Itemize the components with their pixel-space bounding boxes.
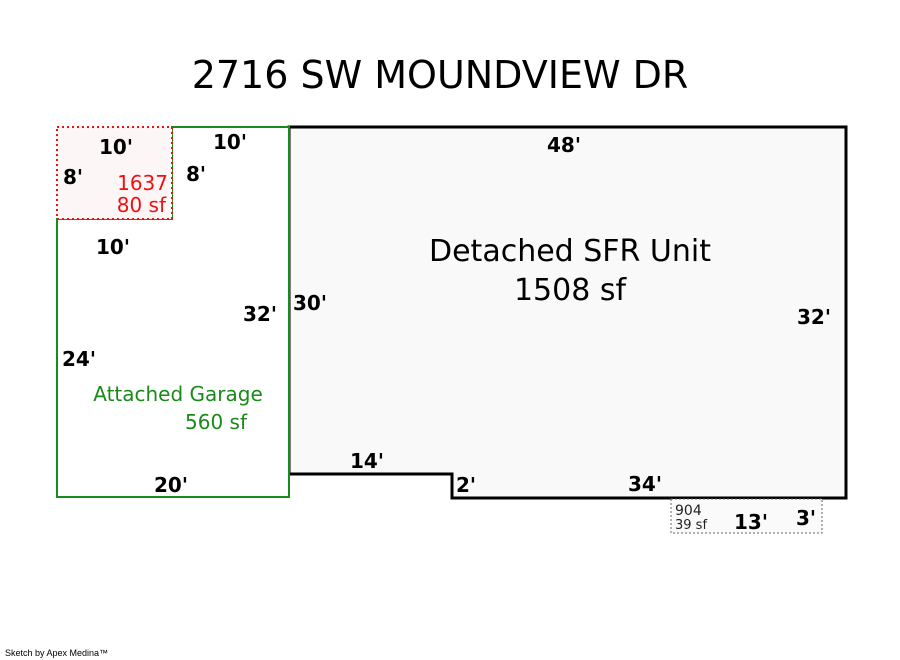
dim-main-step-top: 14' <box>350 449 384 473</box>
dim-stoop-length: 13' <box>734 510 768 534</box>
dim-garage-inner-top: 10' <box>96 235 130 259</box>
dim-garage-left: 24' <box>62 347 96 371</box>
stoop-outline <box>670 498 823 534</box>
dim-garage-right: 32' <box>243 302 277 326</box>
dim-main-step-side: 2' <box>456 473 476 497</box>
dim-main-right: 32' <box>797 305 831 329</box>
dim-garage-top: 10' <box>213 130 247 154</box>
stoop-area: 39 sf <box>675 518 707 533</box>
garage-area: 560 sf <box>185 410 248 434</box>
main-unit-area: 1508 sf <box>514 273 628 308</box>
dim-stoop-depth: 3' <box>796 506 816 530</box>
dim-main-top: 48' <box>547 133 581 157</box>
main-unit-name: Detached SFR Unit <box>429 234 711 269</box>
sketch-credit: Sketch by Apex Medina™ <box>5 648 108 658</box>
dim-porch-top: 10' <box>99 135 133 159</box>
dim-main-left: 30' <box>293 291 327 315</box>
porch-outline <box>56 126 173 220</box>
dim-garage-bottom: 20' <box>154 473 188 497</box>
dim-porch-left: 8' <box>63 165 83 189</box>
dim-garage-side-upper: 8' <box>186 162 206 186</box>
stoop-code: 904 <box>675 503 702 519</box>
garage-name: Attached Garage <box>93 382 263 406</box>
porch-area: 80 sf <box>117 193 167 217</box>
porch-code: 1637 <box>117 171 168 195</box>
property-address-title: 2716 SW MOUNDVIEW DR <box>192 53 689 97</box>
dim-main-bottom: 34' <box>628 472 662 496</box>
detached-sfr-unit-outline <box>287 125 848 500</box>
